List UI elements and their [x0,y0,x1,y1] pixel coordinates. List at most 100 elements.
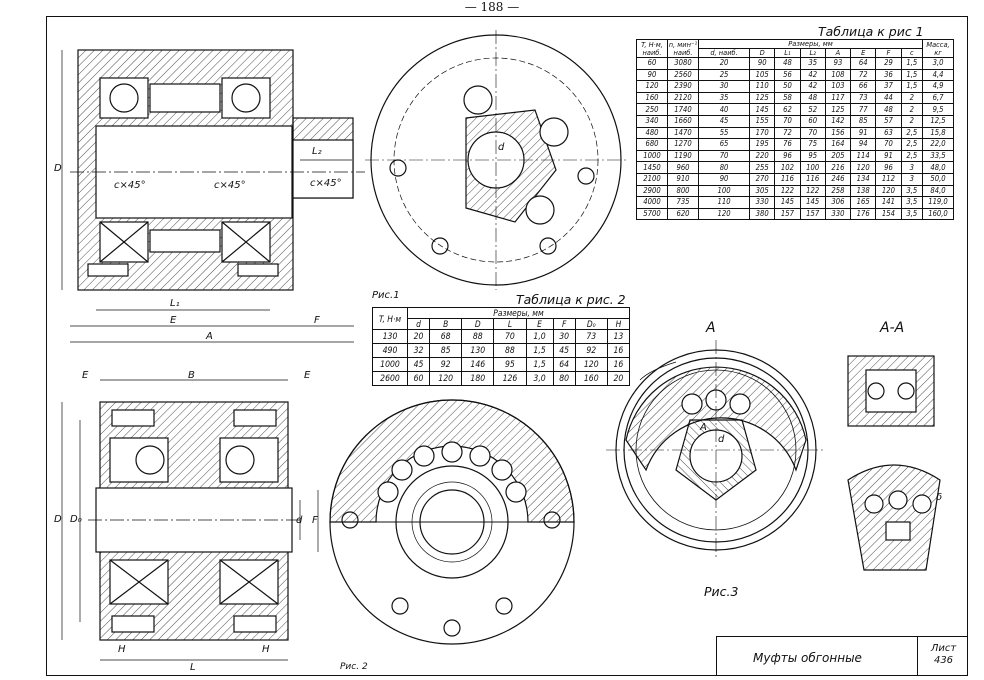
fig2-section-view [61,379,319,661]
t1-cell: 110 [749,80,776,93]
t2-cell: 120 [429,371,463,386]
t2-cell: 130 [372,329,408,344]
t1-cell: 48 [774,57,801,70]
t1-h-T: T, Н·м, наиб. [636,39,668,58]
t2-cell: 88 [461,329,495,344]
t1-col-header: L₂ [799,48,826,58]
dim-D0: D₀ [70,514,82,525]
t1-cell: 120 [850,161,877,174]
t1-cell: 250 [636,103,668,116]
sheet-label: Лист [930,643,957,654]
t1-cell: 1270 [667,138,699,151]
t1-cell: 91 [875,149,902,163]
t1-cell: 102 [774,161,801,174]
t1-cell: 30 [697,80,751,93]
t1-cell: 55 [697,126,751,140]
dim-E: E [170,315,177,326]
t1-cell: 125 [824,103,852,116]
t1-cell: 330 [824,207,852,221]
t1-cell: 154 [875,207,902,221]
t1-cell: 157 [774,207,801,221]
t1-cell: 3,5 [900,196,924,209]
t1-cell: 4,9 [922,80,954,93]
t2-col-header: d [406,318,431,330]
t2-cell: 13 [606,329,631,344]
t1-cell: 2100 [636,172,668,186]
t2-cell: 92 [574,343,608,358]
t1-cell: 330 [749,196,776,209]
caption-fig3: Рис.3 [704,584,739,599]
dim-d3: d [718,434,725,445]
t1-cell: 145 [749,103,776,116]
t1-col-header: c [900,48,924,58]
t1-cell: 6,7 [922,91,954,105]
t2-cell: 80 [552,371,576,386]
t1-cell: 134 [850,172,877,186]
t1-cell: 122 [799,184,826,198]
t1-cell: 255 [749,161,776,174]
t2-cell: 95 [493,357,527,372]
t1-cell: 120 [875,184,902,198]
t2-cell: 130 [461,343,495,358]
t1-cell: 246 [824,172,852,186]
t2-cell: 70 [493,329,527,344]
t1-cell: 62 [774,103,801,116]
t1-cell: 960 [667,161,699,174]
t1-cell: 103 [824,80,852,93]
page-number: — 188 — [464,0,520,14]
t1-cell: 1450 [636,161,668,174]
t1-cell: 5700 [636,207,668,221]
title-block-sheet: Лист 436 [917,637,969,675]
fig1-section-view [61,49,365,343]
fig3-section-view [606,340,826,560]
t1-cell: 112 [875,172,902,186]
t1-cell: 680 [636,138,668,151]
t1-cell: 95 [799,149,826,163]
t1-cell: 70 [774,114,801,128]
t1-cell: 3,5 [900,207,924,221]
caption-fig1: Рис.1 [372,290,400,301]
t1-cell: 22,0 [922,138,954,151]
t1-cell: 9,5 [922,103,954,116]
dim-H2: H [262,644,270,655]
t1-cell: 480 [636,126,668,140]
t1-cell: 36 [875,68,902,82]
t1-cell: 306 [824,196,852,209]
t2-cell: 68 [429,329,463,344]
t2-h-group: Размеры, мм [407,307,630,319]
t1-col-header: F [875,48,902,58]
t1-cell: 340 [636,114,668,128]
dim-E2a: E [82,370,89,381]
t2-cell: 146 [461,357,495,372]
chamfer-3: c×45° [310,178,342,189]
t1-cell: 2390 [667,80,699,93]
t1-cell: 76 [774,138,801,151]
t1-cell: 91 [850,126,877,140]
t1-cell: 90 [636,68,668,82]
t1-cell: 160,0 [922,207,954,221]
t1-col-header: L₁ [774,48,801,58]
caption-arrow-a: А [706,320,716,336]
t1-cell: 63 [875,126,902,140]
dim-d: d [498,142,505,153]
t1-cell: 84,0 [922,184,954,198]
fig1-front-view [365,30,628,290]
chamfer-2: c×45° [214,180,246,191]
t1-cell: 93 [824,57,852,70]
t1-h-mass: Масса, кг [922,39,954,58]
chamfer-1: c×45° [114,180,146,191]
t2-cell: 180 [461,371,495,386]
t1-cell: 380 [749,207,776,221]
t1-cell: 735 [667,196,699,209]
sheet-number: 436 [933,655,954,666]
dim-L2: L₂ [312,146,322,157]
t2-col-header: D [461,318,495,330]
